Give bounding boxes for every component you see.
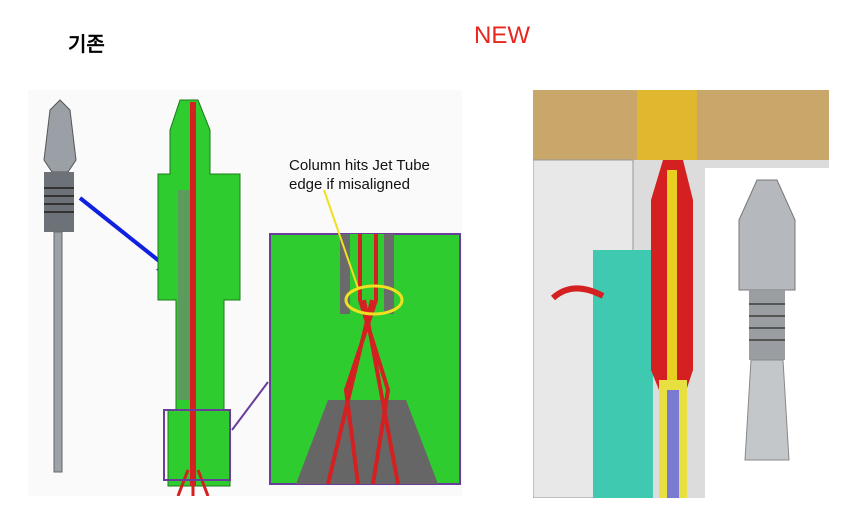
new-nozzle-photo [705,168,829,498]
old-nozzle-photo [43,99,77,473]
old-nozzle-figure [28,90,462,496]
callout-line-1: Column hits Jet Tube [289,157,430,174]
old-title: 기존 [68,32,105,56]
new-title: NEW [474,22,530,49]
misalignment-callout: Column hits Jet Tube edge if misaligned [289,156,430,194]
new-nozzle-figure [533,90,829,498]
callout-line-2: edge if misaligned [289,176,410,193]
nozzle-cross-section [157,99,241,496]
detail-zoom-box [269,189,461,485]
